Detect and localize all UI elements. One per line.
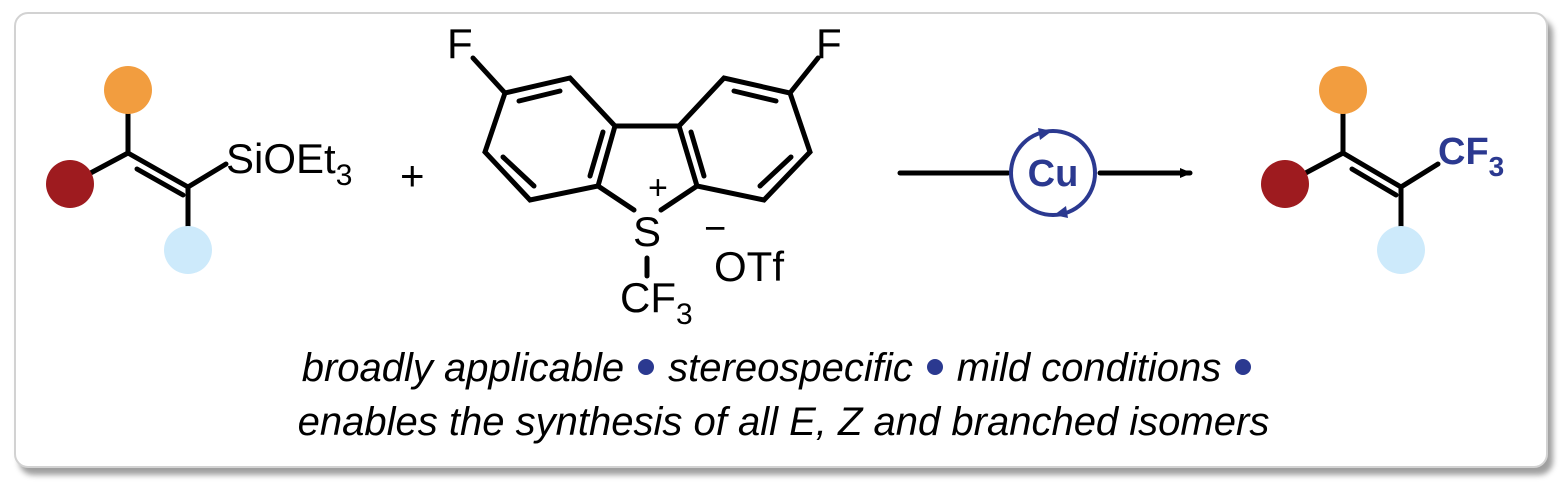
bond [1398, 161, 1441, 190]
silyl-label: SiOEt3 [226, 135, 352, 192]
triflate-counterion: OTf [714, 243, 784, 290]
copper-catalyst-label: Cu [1028, 153, 1079, 195]
trifluoromethyl-reagent: F F S + CF3 − OTf [447, 20, 842, 331]
aromatic-inner-bond [688, 129, 707, 179]
red-substituent [46, 160, 94, 208]
aromatic-inner-bond [587, 129, 606, 179]
left-benzene-ring [482, 75, 618, 203]
lightblue-substituent [1377, 226, 1425, 274]
negative-charge: − [704, 208, 726, 250]
orange-substituent [1319, 66, 1367, 114]
double-bond-inner [134, 166, 186, 198]
cycle-arrowhead-icon [1038, 128, 1052, 140]
cycle-arrowhead-icon [1054, 206, 1068, 218]
scheme-card [14, 12, 1548, 468]
aromatic-inner-bond [500, 154, 537, 189]
right-benzene-ring [676, 75, 813, 203]
reagent-cf3-label: CF3 [620, 274, 693, 331]
lightblue-substituent [164, 226, 212, 274]
fluorine-left: F [447, 20, 473, 67]
sulfur-atom: S [633, 208, 661, 255]
double-bond [125, 150, 191, 190]
cf3-alkene-product: CF3 [1261, 66, 1504, 274]
vinylsilane-reactant: SiOEt3 [46, 66, 352, 274]
feature-mild-conditions: mild conditions [956, 346, 1222, 390]
c-s-bond [595, 183, 637, 213]
caption-line-2: enables the synthesis of all E, Z and br… [297, 400, 1270, 444]
reaction-arrow: Cu [897, 128, 1193, 218]
caption-line-1: broadly applicable stereospecific mild con… [0, 346, 1567, 391]
double-bond [1340, 150, 1404, 190]
catalytic-cycle-icon [1009, 129, 1097, 217]
feature-broadly-applicable: broadly applicable [301, 346, 625, 390]
product-cf3-label: CF3 [1438, 131, 1504, 182]
c-s-bond [658, 183, 700, 213]
bond [185, 161, 229, 190]
double-bond-inner [1349, 166, 1399, 198]
positive-charge: + [648, 169, 668, 207]
red-substituent [1261, 160, 1309, 208]
bullet-icon [638, 359, 655, 376]
c-f-bond [470, 55, 508, 96]
feature-stereospecific: stereospecific [668, 346, 913, 390]
aromatic-inner-bond [757, 154, 794, 189]
fluorine-right: F [816, 20, 842, 67]
aromatic-inner-bond [731, 88, 779, 104]
plus-sign: + [400, 152, 425, 199]
bullet-icon [926, 359, 943, 376]
orange-substituent [104, 66, 152, 114]
aromatic-inner-bond [516, 88, 563, 104]
c-f-bond [787, 55, 821, 96]
bullet-icon [1235, 359, 1252, 376]
